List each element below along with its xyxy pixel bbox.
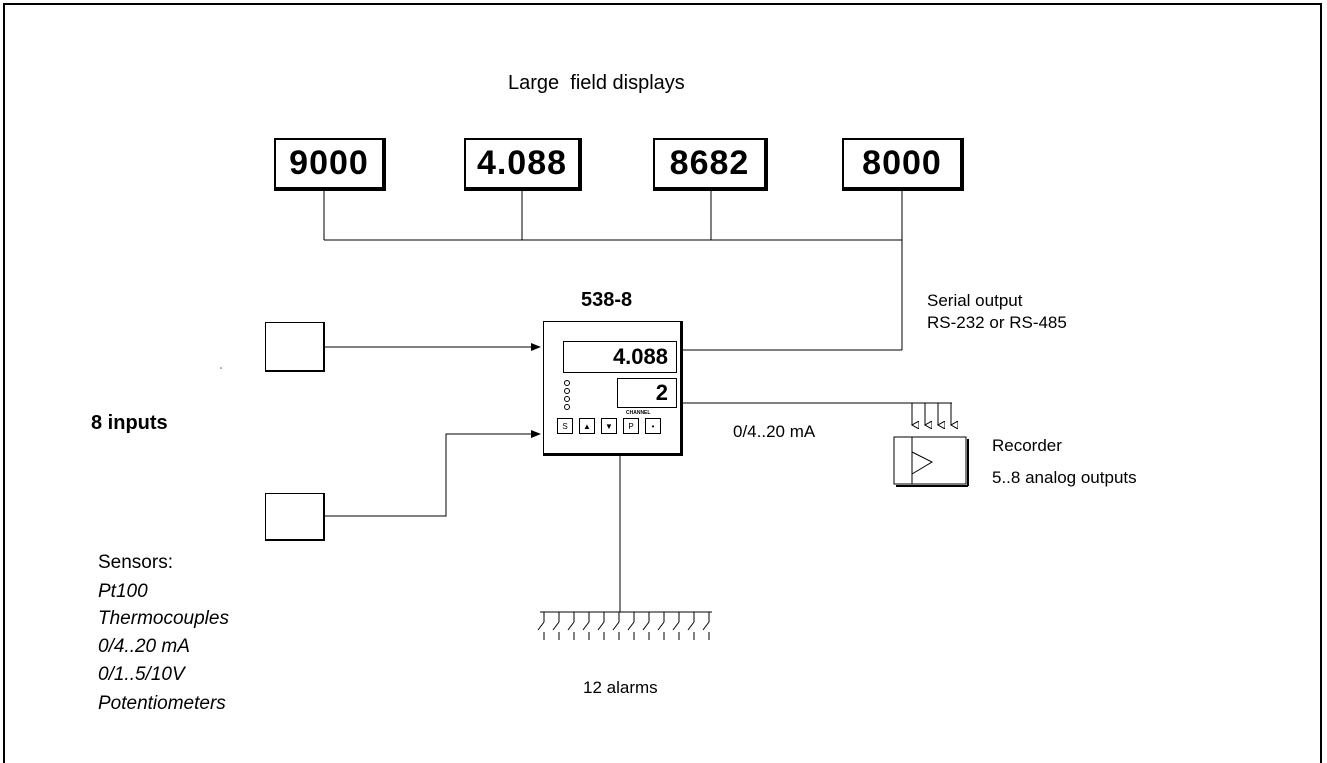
relay-contact (672, 612, 680, 640)
channel-label: CHANNEL (626, 410, 651, 416)
relay-contact (702, 612, 710, 640)
sensors-heading: Sensors: (98, 552, 173, 573)
key-down[interactable]: ▼ (601, 418, 617, 434)
relay-contact (657, 612, 665, 640)
sensor-item: 0/1..5/10V (98, 664, 185, 685)
device-model: 538-8 (581, 289, 633, 311)
large-display-2: 4.088 (464, 138, 582, 191)
thermocouple-box (265, 322, 325, 372)
sensor-item: Pt100 (98, 581, 148, 602)
large-display-3: 8682 (653, 138, 768, 191)
relay-contact (627, 612, 635, 640)
sensor-item: 0/4..20 mA (98, 636, 190, 657)
large-display-1: 9000 (274, 138, 386, 191)
diagram-frame (3, 3, 1322, 763)
display-bus (323, 190, 903, 351)
diagram-title: Large field displays (508, 72, 685, 94)
key-dot[interactable]: • (645, 418, 661, 434)
status-leds (564, 380, 570, 410)
relay-contact (552, 612, 560, 640)
key-s[interactable]: S (557, 418, 573, 434)
relay-contact (642, 612, 650, 640)
analog-output-label: 0/4..20 mA (733, 422, 816, 441)
alarms-label: 12 alarms (583, 678, 658, 697)
recorder-label: Recorder (992, 436, 1062, 455)
analog-output-line (683, 402, 952, 425)
transformer-box (265, 493, 325, 541)
key-p[interactable]: P (623, 418, 639, 434)
large-display-4: 8000 (842, 138, 964, 191)
relay-contact (582, 612, 590, 640)
sensor-item: Potentiometers (98, 693, 226, 714)
input-lines (324, 343, 541, 517)
recorder-outputs-label: 5..8 analog outputs (992, 468, 1137, 487)
relay-contact (567, 612, 575, 640)
sensor-item: Thermocouples (98, 608, 229, 629)
relay-contact (687, 612, 695, 640)
channel-display: 2 (617, 378, 677, 408)
serial-protocol-label: RS-232 or RS-485 (927, 313, 1067, 332)
inputs-label: 8 inputs (91, 412, 168, 434)
recorder-icon (893, 436, 969, 487)
serial-output-label: Serial output (927, 291, 1023, 310)
relay-contact (612, 612, 620, 640)
stray-dot (220, 367, 222, 369)
key-up[interactable]: ▲ (579, 418, 595, 434)
device-main-display: 4.088 (563, 341, 677, 373)
relay-contact (537, 612, 545, 640)
device-538-8: 4.088 2 CHANNEL S ▲ ▼ P • (543, 321, 683, 456)
relay-contact (597, 612, 605, 640)
relay-contacts-icon (537, 455, 712, 640)
